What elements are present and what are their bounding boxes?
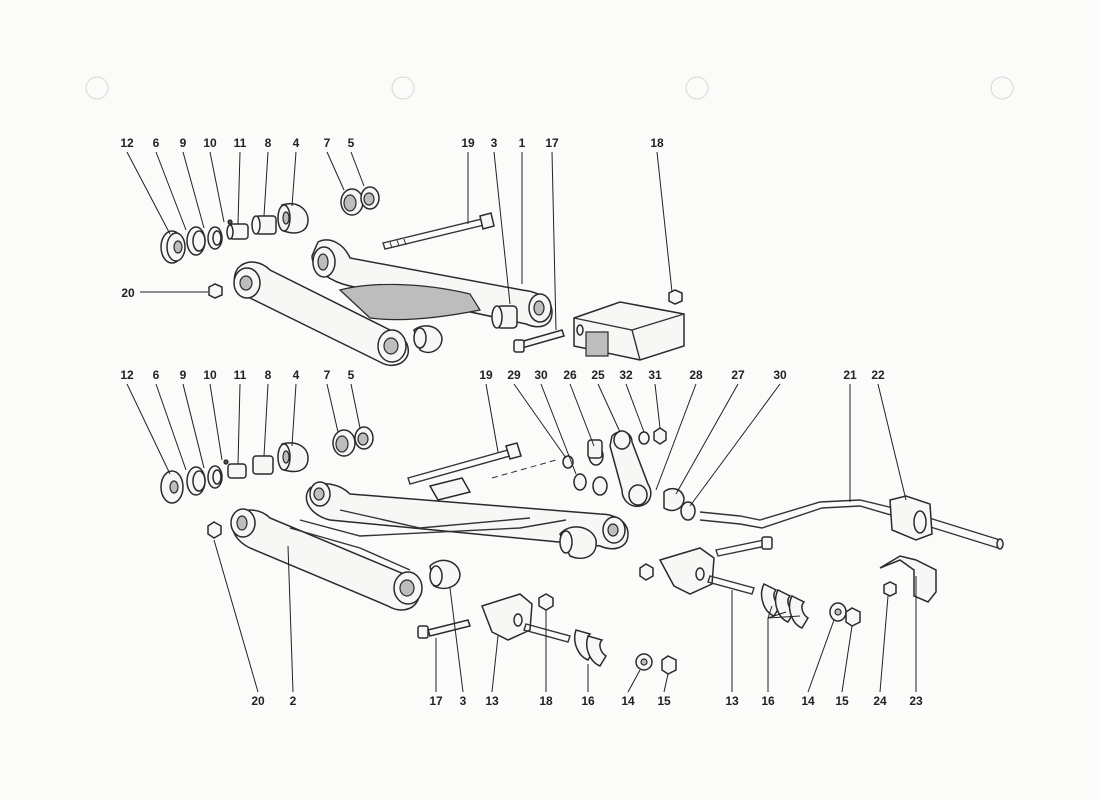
drop-link-assembly (562, 427, 696, 521)
bar-brackets (481, 536, 937, 643)
callout: 23 (909, 694, 923, 708)
callout: 10 (203, 136, 217, 150)
callout: 3 (460, 694, 467, 708)
callout: 32 (619, 368, 633, 382)
nut-18-upper (668, 289, 683, 305)
callout: 30 (534, 368, 548, 382)
upper-mount-bracket (573, 301, 685, 361)
callout: 3 (491, 136, 498, 150)
callout: 17 (545, 136, 559, 150)
callout: 24 (873, 694, 887, 708)
upper-cups (340, 186, 380, 216)
lower-wishbone (230, 481, 629, 611)
callout: 5 (348, 368, 355, 382)
callout: 4 (293, 136, 300, 150)
lower-assembly (160, 426, 1004, 675)
lower-cups (332, 426, 374, 457)
callouts-lower-top: 12 6 9 10 11 8 4 7 5 19 29 30 26 25 32 3… (120, 368, 885, 382)
callout: 10 (203, 368, 217, 382)
callout: 6 (153, 368, 160, 382)
callout: 11 (234, 368, 247, 382)
lower-long-bolt (407, 442, 557, 501)
lower-bushing-stack (160, 442, 309, 504)
callout: 30 (773, 368, 787, 382)
upper-bushing-stack (160, 203, 309, 264)
page-punch-holes (85, 76, 1014, 100)
callout: 28 (689, 368, 703, 382)
callout: 11 (234, 136, 247, 150)
lower-bolt-17 (427, 619, 471, 637)
upper-pivot-parts (491, 305, 565, 353)
callout: 8 (265, 368, 272, 382)
callout: 5 (348, 136, 355, 150)
callout: 12 (120, 136, 134, 150)
callout: 17 (429, 694, 443, 708)
nut-20-lower (207, 521, 222, 539)
callout: 9 (180, 136, 187, 150)
callout: 7 (324, 136, 331, 150)
callout: 14 (801, 694, 815, 708)
callouts-lower-bottom: 20 2 17 3 13 18 16 14 15 13 16 14 15 24 … (251, 694, 923, 708)
callout: 2 (290, 694, 297, 708)
callout: 19 (479, 368, 493, 382)
callout: 20 (121, 286, 135, 300)
callout: 1 (519, 136, 526, 150)
callout: 29 (507, 368, 521, 382)
washers-and-nuts (635, 602, 861, 675)
callout: 22 (871, 368, 885, 382)
callout: 16 (761, 694, 775, 708)
callout: 20 (251, 694, 265, 708)
callout: 27 (731, 368, 745, 382)
callout: 14 (621, 694, 635, 708)
callout: 31 (648, 368, 662, 382)
callout: 9 (180, 368, 187, 382)
callout: 18 (539, 694, 553, 708)
leader-lines (126, 151, 917, 693)
callout: 26 (563, 368, 577, 382)
upper-long-bolt (382, 212, 495, 250)
callout: 12 (120, 368, 134, 382)
callout: 15 (835, 694, 849, 708)
callout: 15 (657, 694, 671, 708)
callout: 18 (650, 136, 664, 150)
callout: 6 (153, 136, 160, 150)
callout: 21 (843, 368, 857, 382)
lower-bolt-17-head (417, 625, 429, 639)
callout: 16 (581, 694, 595, 708)
upper-assembly (160, 186, 685, 367)
callout: 7 (324, 368, 331, 382)
callout: 4 (293, 368, 300, 382)
callout: 13 (485, 694, 499, 708)
callout: 19 (461, 136, 475, 150)
callouts-upper: 12 6 9 10 11 8 4 7 5 19 3 1 17 18 20 (120, 136, 664, 300)
callout: 13 (725, 694, 739, 708)
callout: 25 (591, 368, 605, 382)
anti-roll-bar (699, 495, 1004, 550)
upper-wishbone (233, 239, 553, 367)
nut-20-upper (208, 283, 223, 299)
callout: 8 (265, 136, 272, 150)
shims-16 (574, 582, 810, 667)
